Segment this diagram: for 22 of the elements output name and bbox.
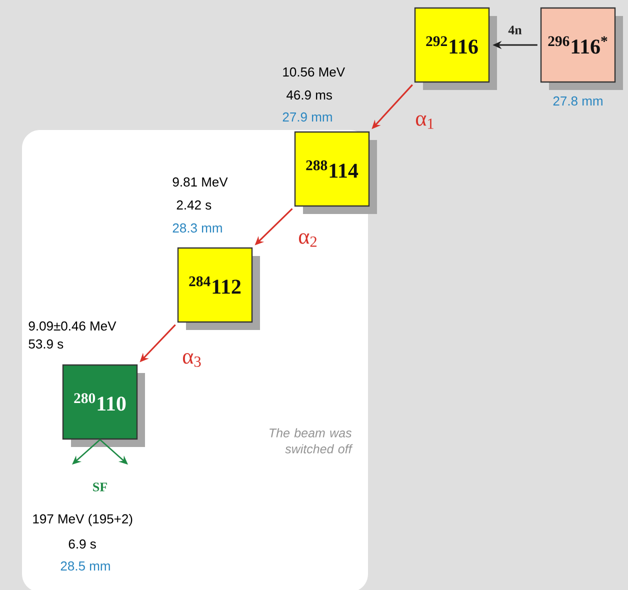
edge-label: α$_{1}$ <box>416 115 434 129</box>
time-label: 46.9 ms <box>286 90 332 100</box>
nuclide-box: $^{296}$116$^{*}$ <box>540 7 623 90</box>
nuclide-box: $^{284}$112 <box>177 247 260 330</box>
edge-label: α$_{2}$ <box>298 233 317 247</box>
time-label: 2.42 s <box>176 200 212 210</box>
edge-label: α$_{3}$ <box>182 353 201 367</box>
nuclide-box: $^{280}$110 <box>62 364 145 447</box>
decay-label: SF <box>93 482 107 492</box>
energy-label: 9.81 MeV <box>172 177 228 187</box>
energy-label: 10.56 MeV <box>283 67 345 77</box>
edge-label: 4n <box>508 26 522 34</box>
distance-label: 28.3 mm <box>172 223 222 233</box>
nuclide-box: $^{292}$116 <box>414 7 497 90</box>
distance-label: 28.5 mm <box>60 561 110 571</box>
time-label: 6.9 s <box>68 539 96 549</box>
nuclide-box: $^{288}$114 <box>294 131 377 214</box>
time-label: 53.9 s <box>28 339 64 349</box>
energy-label: 9.09±0.46 MeV <box>28 321 116 331</box>
distance-label: 27.8 mm <box>553 96 602 106</box>
energy-label: 197 MeV (195+2) <box>33 514 132 526</box>
distance-label: 27.9 mm <box>282 112 332 122</box>
